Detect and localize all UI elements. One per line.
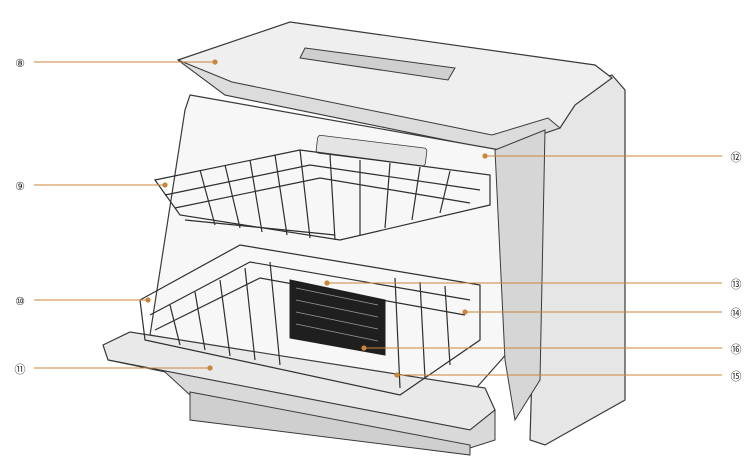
- callout-10: ⑩: [15, 295, 151, 308]
- callout-number-10: ⑩: [15, 295, 25, 308]
- callout-layer: ⑧ ⑨ ⑩ ⑪ ⑫ ⑬ ⑭ ⑯ ⑮: [15, 57, 742, 383]
- upper-rack: [153, 149, 491, 241]
- callout-14: ⑭: [462, 307, 742, 320]
- callout-9: ⑨: [15, 180, 168, 193]
- callout-number-15: ⑮: [731, 370, 742, 383]
- dishwasher-illustration: [102, 21, 626, 456]
- leader-dot-14: [462, 309, 468, 315]
- lower-rack: [139, 244, 481, 396]
- callout-11: ⑪: [15, 363, 213, 376]
- lid-front-face: [177, 59, 562, 151]
- callout-number-11: ⑪: [15, 363, 26, 376]
- callout-16: ⑯: [361, 343, 742, 356]
- leader-dot-13: [324, 280, 330, 286]
- base: [189, 391, 471, 456]
- callout-number-14: ⑭: [731, 307, 742, 320]
- leader-dot-11: [207, 365, 213, 371]
- callout-number-9: ⑨: [15, 180, 25, 193]
- leader-dot-9: [162, 182, 168, 188]
- callout-number-8: ⑧: [15, 57, 25, 70]
- leader-dot-16: [361, 345, 367, 351]
- front-edge: [494, 129, 546, 422]
- cutlery-basket: [289, 279, 386, 356]
- leader-dot-15: [394, 372, 400, 378]
- leader-dot-12: [482, 153, 488, 159]
- leader-dot-10: [145, 297, 151, 303]
- callout-13: ⑬: [324, 278, 742, 291]
- callout-15: ⑮: [394, 370, 742, 383]
- callout-8: ⑧: [15, 57, 218, 70]
- callout-number-13: ⑬: [731, 278, 742, 291]
- side-panel: [529, 74, 626, 446]
- callout-number-12: ⑫: [731, 151, 742, 164]
- callout-12: ⑫: [482, 151, 742, 164]
- top-vent: [299, 47, 456, 81]
- door-underside: [107, 359, 496, 449]
- leader-dot-8: [212, 59, 218, 65]
- callout-number-16: ⑯: [731, 343, 742, 356]
